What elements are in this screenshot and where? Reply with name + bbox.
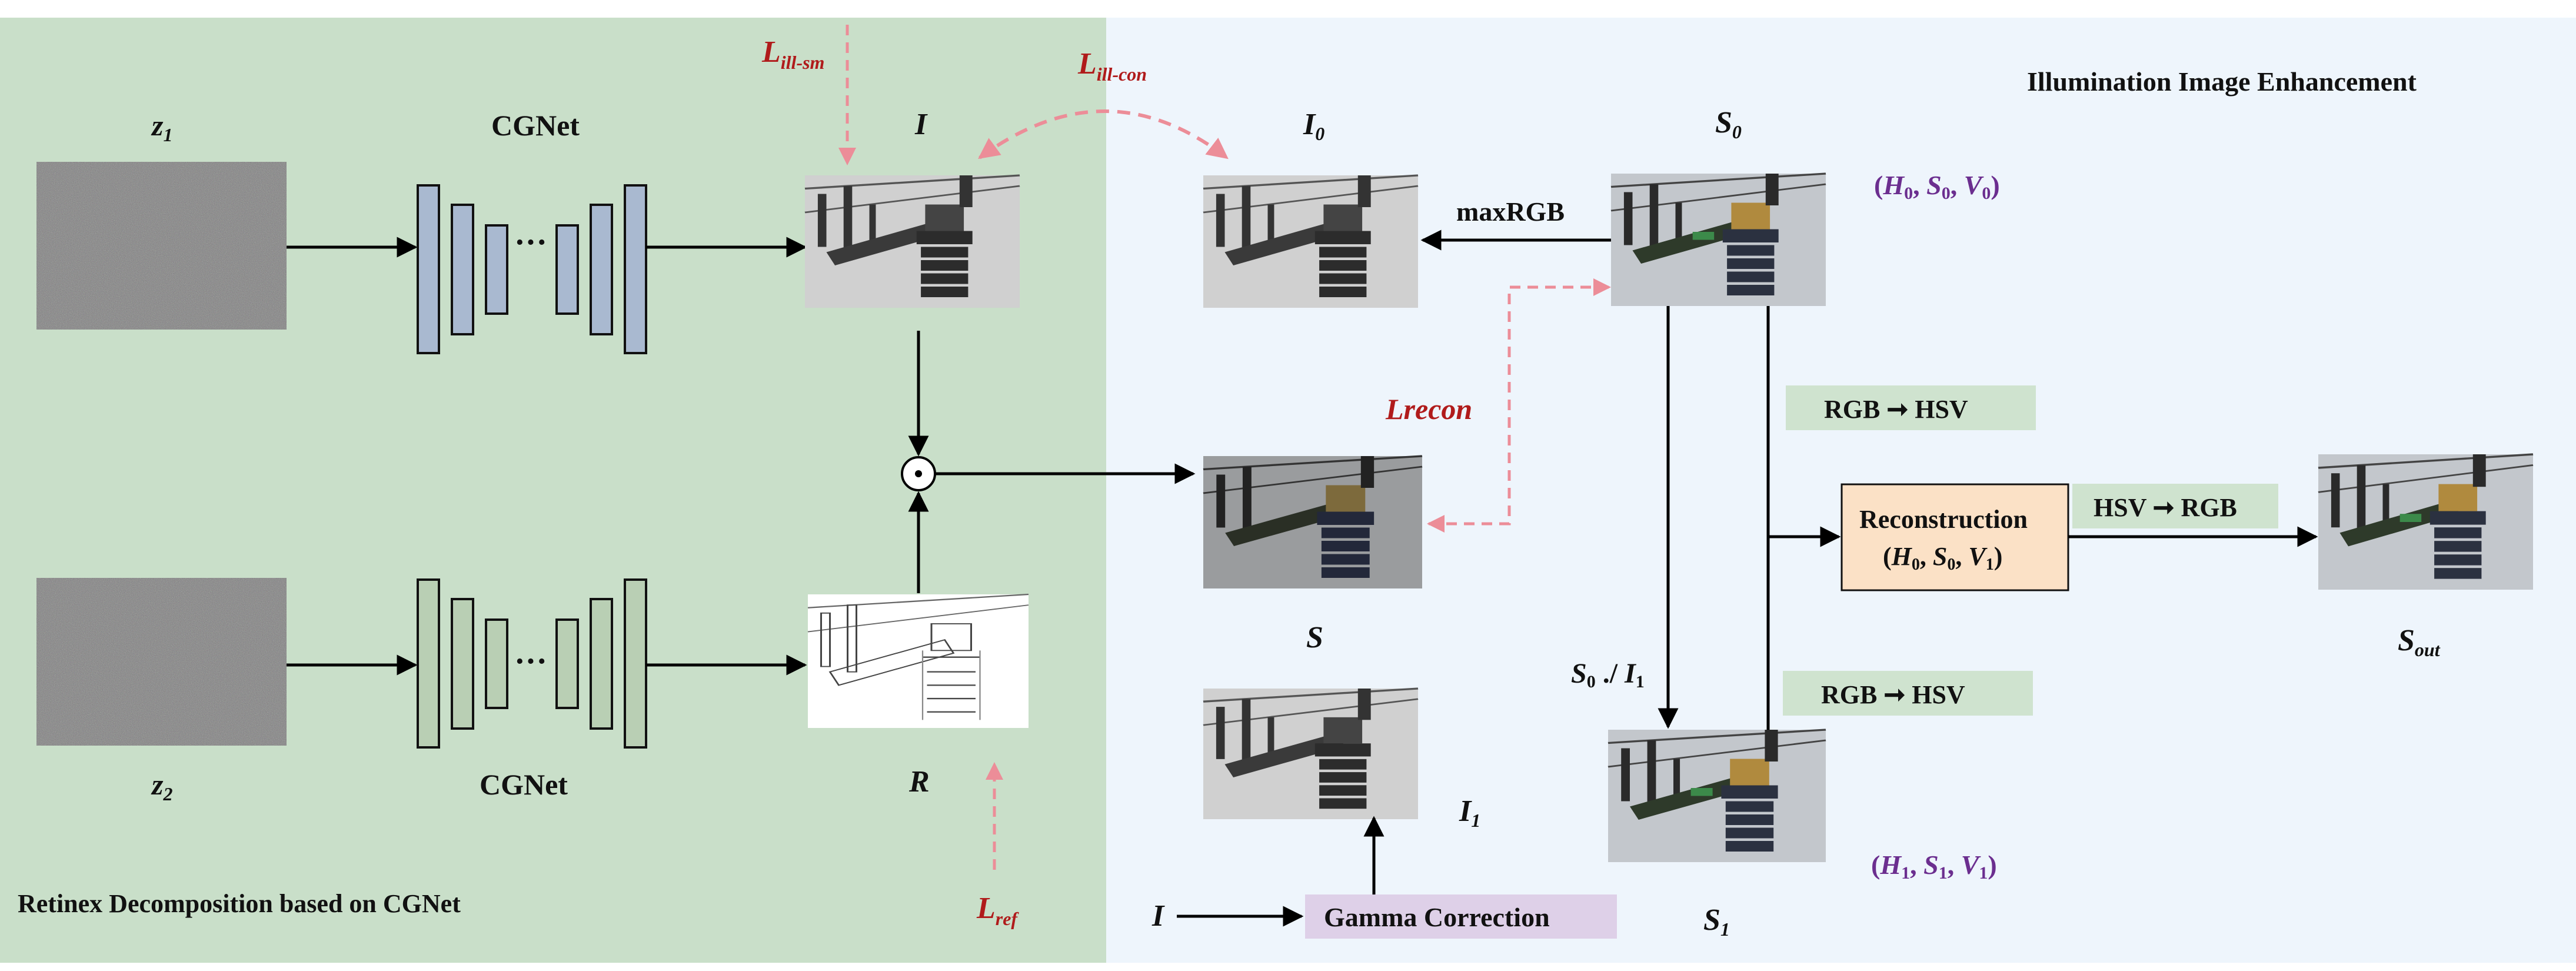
division-label: S0 ./ I1 <box>1571 658 1645 691</box>
image-s <box>1203 456 1422 588</box>
label-z2: z2 <box>151 768 172 804</box>
left-panel-title: Retinex Decomposition based on CGNet <box>18 889 461 918</box>
label-r: R <box>908 765 930 799</box>
cgnet-top-dots: ··· <box>514 224 547 261</box>
image-s0 <box>1611 174 1826 306</box>
cgnet-top-layer-4 <box>555 224 579 315</box>
cgnet-top <box>417 184 647 354</box>
rgb-hsv-bottom-label: RGB ➞ HSV <box>1821 680 1965 709</box>
rgb-hsv-top-label: RGB ➞ HSV <box>1824 395 1968 424</box>
cgnet-top-layer-5 <box>590 204 613 335</box>
label-sout: Sout <box>2398 624 2441 660</box>
cgnet-bottom-layer-2 <box>451 598 474 730</box>
rgb-hsv-top-box <box>1786 385 2036 430</box>
hsv0-tuple: (H0, S0, V0) <box>1874 170 2000 203</box>
image-i1 <box>1203 689 1418 819</box>
label-z1: z1 <box>151 109 172 145</box>
loss-ill-sm: Lill-sm <box>761 35 824 73</box>
cgnet-top-layer-2 <box>451 204 474 335</box>
reconstruction-box <box>1841 483 2069 591</box>
image-s1 <box>1608 730 1826 862</box>
cgnet-bottom-label: CGNet <box>480 768 568 801</box>
dashed-arrow-recon <box>1427 278 1611 533</box>
right-panel-title: Illumination Image Enhancement <box>2027 66 2417 97</box>
reflectance-image-r <box>807 593 1030 729</box>
cgnet-top-layer-1 <box>417 184 440 354</box>
image-sout <box>2318 454 2533 590</box>
cgnet-bottom <box>417 578 647 749</box>
loss-recon: Lrecon <box>1385 393 1472 425</box>
cgnet-top-layer-3 <box>485 224 508 315</box>
hsv-rgb-label: HSV ➞ RGB <box>2094 493 2237 522</box>
left-panel-bg <box>0 18 1106 963</box>
illumination-image-i <box>805 175 1020 308</box>
reconstruction-tuple: (H0, S0, V1) <box>1883 542 2002 574</box>
rgb-hsv-bottom-box <box>1783 671 2033 716</box>
label-s: S <box>1306 621 1323 654</box>
maxrgb-label: maxRGB <box>1456 197 1565 227</box>
loss-ill-con: Lill-con <box>1077 47 1147 85</box>
cgnet-bottom-layer-5 <box>590 598 613 730</box>
cgnet-bottom-dots: ··· <box>514 643 547 680</box>
label-i1: I1 <box>1459 794 1480 831</box>
label-i0: I0 <box>1303 108 1324 144</box>
gamma-box <box>1305 894 1617 939</box>
cgnet-bottom-layer-4 <box>555 618 579 709</box>
dashed-arc-ill-con <box>978 109 1229 159</box>
label-i: I <box>914 108 928 141</box>
hsv-rgb-box <box>2072 484 2278 528</box>
gamma-input-label: I <box>1151 899 1165 933</box>
label-s0: S0 <box>1715 106 1742 142</box>
image-i0 <box>1203 175 1418 308</box>
reconstruction-title: Reconstruction <box>1859 505 2028 534</box>
loss-ref: Lref <box>976 892 1019 929</box>
cgnet-bottom-layer-6 <box>624 578 647 749</box>
noise-texture-z1 <box>36 162 287 330</box>
cgnet-bottom-layer-3 <box>485 618 508 709</box>
cgnet-top-label: CGNet <box>491 109 580 142</box>
mult-node-dot <box>915 470 922 477</box>
label-s1: S1 <box>1703 903 1730 940</box>
gamma-label: Gamma Correction <box>1324 902 1550 932</box>
cgnet-bottom-layer-1 <box>417 578 440 749</box>
cgnet-top-layer-6 <box>624 184 647 354</box>
noise-texture-z2 <box>36 578 287 746</box>
hsv1-tuple: (H1, S1, V1) <box>1871 850 1997 883</box>
